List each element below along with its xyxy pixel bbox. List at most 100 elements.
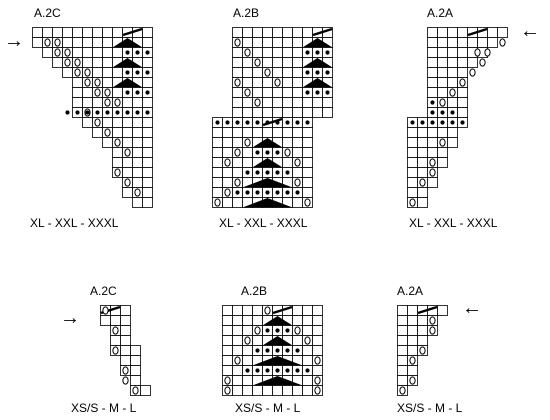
yarn-over-symbol <box>274 78 281 87</box>
grid-cell <box>222 137 233 148</box>
grid-cell <box>292 147 303 158</box>
yarn-over-symbol <box>64 48 71 57</box>
grid-cell <box>102 67 113 78</box>
grid-cell <box>282 27 293 38</box>
decrease-triangle-symbol <box>112 58 143 68</box>
bobble-dot-symbol <box>460 120 465 125</box>
grid-cell <box>282 97 293 108</box>
bobble-dot-symbol <box>255 368 260 373</box>
grid-cell <box>417 147 428 158</box>
grid-cell <box>112 127 123 138</box>
grid-cell <box>242 27 253 38</box>
grid-cell <box>302 97 313 108</box>
bobble-dot-symbol <box>85 110 90 115</box>
grid-cell <box>212 187 223 198</box>
bobble-dot-symbol <box>115 110 120 115</box>
grid-cell <box>397 315 408 326</box>
grid-cell <box>222 345 233 356</box>
grid-cell <box>407 177 418 188</box>
grid-cell <box>212 167 223 178</box>
grid-cell <box>82 37 93 48</box>
yarn-over-symbol <box>294 178 301 187</box>
grid-cell <box>232 335 243 346</box>
grid-cell <box>477 37 488 48</box>
grid-cell <box>232 127 243 138</box>
grid-cell <box>302 107 313 118</box>
bobble-dot-symbol <box>440 120 445 125</box>
grid-cell <box>82 47 93 58</box>
bobble-dot-symbol <box>125 90 130 95</box>
bobble-dot-symbol <box>135 110 140 115</box>
grid-cell <box>457 57 468 68</box>
grid-cell <box>497 27 508 38</box>
decrease-triangle-symbol <box>252 138 283 148</box>
grid-cell <box>302 127 313 138</box>
grid-cell <box>407 335 418 346</box>
grid-cell <box>397 305 408 316</box>
grid-cell <box>457 97 468 108</box>
grid-cell <box>437 57 448 68</box>
yarn-over-symbol <box>124 148 131 157</box>
arrow-left-icon: ← <box>462 297 482 319</box>
grid-cell <box>82 97 93 108</box>
grid-cell <box>122 167 133 178</box>
grid-cell <box>222 325 233 336</box>
grid-cell <box>232 67 243 78</box>
grid-cell <box>302 385 313 396</box>
grid-cell <box>62 67 73 78</box>
grid-cell <box>282 67 293 78</box>
grid-cell <box>112 87 123 98</box>
bobble-dot-symbol <box>215 120 220 125</box>
grid-cell <box>142 77 153 88</box>
grid-cell <box>82 117 93 128</box>
yarn-over-symbol <box>112 346 119 355</box>
grid-cell <box>397 365 408 376</box>
grid-cell <box>397 355 408 366</box>
grid-cell <box>212 147 223 158</box>
grid-cell <box>302 137 313 148</box>
grid-cell <box>82 27 93 38</box>
yarn-over-symbol <box>459 78 466 87</box>
grid-cell <box>92 127 103 138</box>
grid-cell <box>252 47 263 58</box>
grid-cell <box>110 335 121 346</box>
yarn-over-symbol <box>224 386 231 395</box>
yarn-over-symbol <box>44 38 51 47</box>
bobble-dot-symbol <box>265 328 270 333</box>
bobble-dot-symbol <box>235 190 240 195</box>
chart-title-a2b-small: A.2B <box>241 284 268 298</box>
bobble-dot-symbol <box>135 70 140 75</box>
grid-cell <box>292 137 303 148</box>
grid-cell <box>457 67 468 78</box>
yarn-over-symbol <box>469 68 476 77</box>
grid-cell <box>292 77 303 88</box>
grid-cell <box>447 97 458 108</box>
bobble-dot-symbol <box>275 348 280 353</box>
grid-cell <box>232 385 243 396</box>
grid-cell <box>132 197 143 208</box>
grid-cell <box>122 97 133 108</box>
grid-cell <box>242 157 253 168</box>
grid-cell <box>92 97 103 108</box>
size-caption-a2b-small: XS/S - M - L <box>235 401 301 415</box>
grid-cell <box>407 315 418 326</box>
grid-cell <box>427 127 438 138</box>
yarn-over-symbol <box>54 48 61 57</box>
yarn-over-symbol <box>74 68 81 77</box>
bobble-dot-symbol <box>225 120 230 125</box>
grid-cell <box>112 157 123 168</box>
grid-cell <box>242 37 253 48</box>
bobble-dot-symbol <box>450 110 455 115</box>
grid-cell <box>132 117 143 128</box>
grid-cell <box>292 315 303 326</box>
yarn-over-symbol <box>94 118 101 127</box>
grid-cell <box>487 37 498 48</box>
grid-cell <box>447 47 458 58</box>
grid-cell <box>447 67 458 78</box>
bobble-dot-symbol <box>430 110 435 115</box>
grid-cell <box>417 127 428 138</box>
grid-cell <box>437 147 448 158</box>
bobble-dot-symbol <box>145 70 150 75</box>
grid-cell <box>282 77 293 88</box>
grid-cell <box>142 117 153 128</box>
